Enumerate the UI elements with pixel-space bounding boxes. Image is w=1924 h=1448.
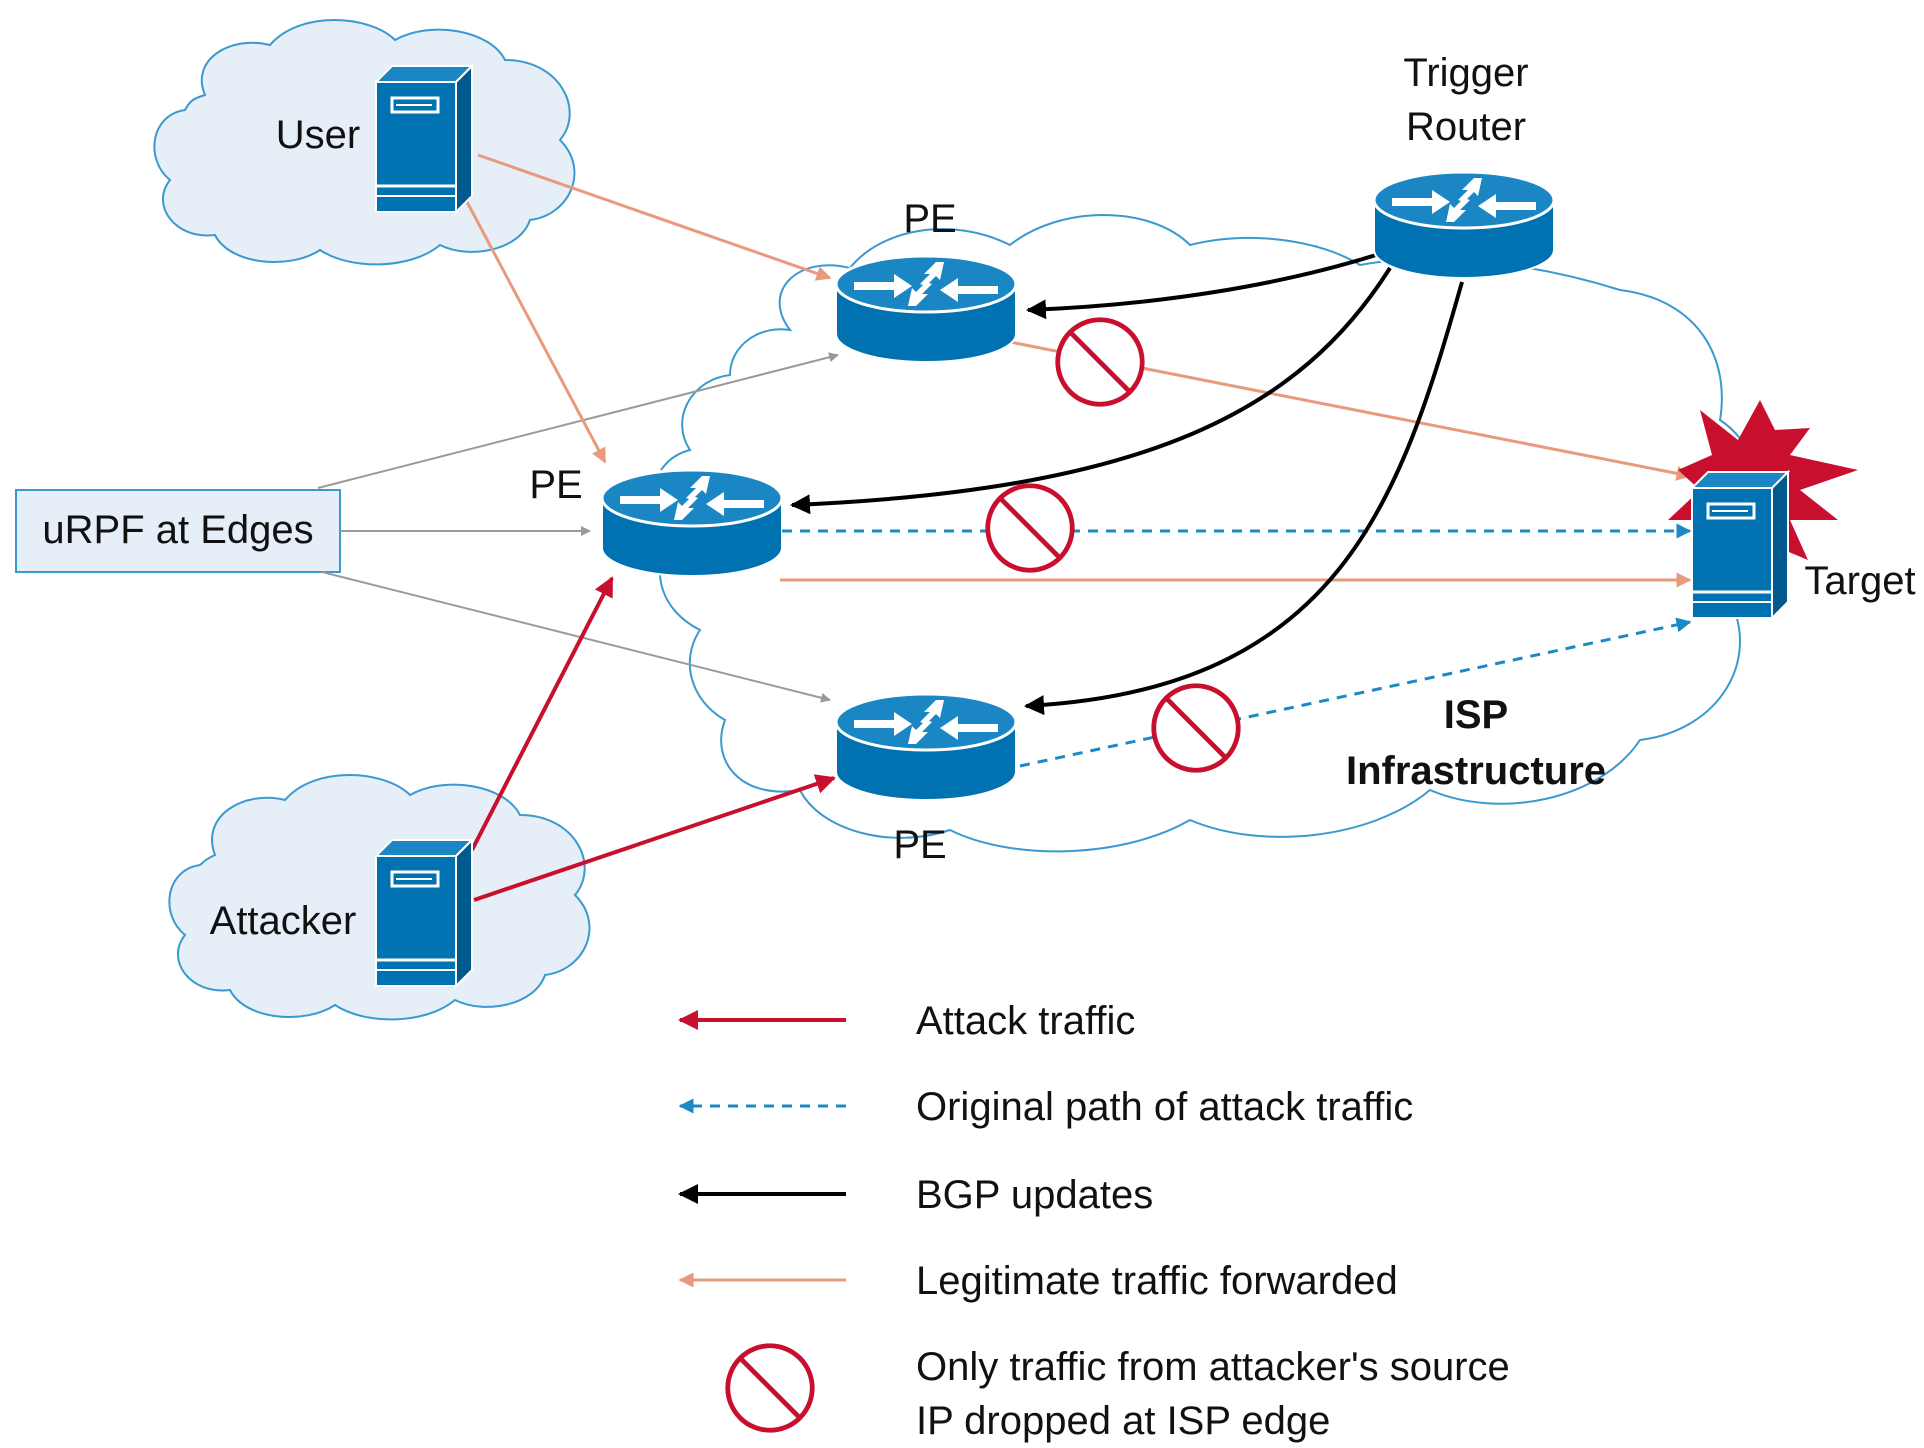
legend: Attack traffic Original path of attack t… [678,999,1510,1443]
urpf-arrow-top-pe [317,352,839,489]
legend-dropped-label-line1: Only traffic from attacker's source [916,1345,1510,1389]
attack-to-middle-pe [470,576,614,851]
legend-dropped-label-line2: IP dropped at ISP edge [916,1399,1330,1443]
attack-to-bottom-pe [473,774,836,902]
trigger-router-label-line2: Router [1406,105,1526,149]
bgp-to-bottom-pe [1024,281,1464,716]
legend-legitimate-label: Legitimate traffic forwarded [916,1259,1398,1303]
no-entry-icon-bottom [1154,686,1238,770]
legend-bgp-label: BGP updates [916,1173,1153,1217]
urpf-label: uRPF at Edges [42,508,313,552]
original-path-bottom-pe-to-target [1019,617,1692,768]
pe-top-label: PE [903,197,956,241]
bgp-to-middle-pe [790,266,1392,515]
isp-label-line1: ISP [1444,693,1508,737]
legit-user-to-top-pe [477,153,832,281]
legend-no-entry-icon [728,1346,812,1430]
router-icon-trigger [1374,172,1554,280]
no-entry-icon-top [1058,320,1142,404]
server-icon-target [1690,470,1790,620]
router-icon-bottom-pe [836,694,1016,802]
legit-user-to-middle-pe [464,199,607,464]
pe-middle-label: PE [529,463,582,507]
user-label: User [276,113,360,157]
target-label: Target [1804,559,1915,603]
legend-original-path-label: Original path of attack traffic [916,1085,1413,1129]
no-entry-icon-middle [988,486,1072,570]
urpf-arrow-bottom-pe [321,571,831,703]
pe-bottom-label: PE [893,823,946,867]
legend-attack-label: Attack traffic [916,999,1135,1043]
urpf-box: uRPF at Edges [15,489,341,573]
isp-infrastructure-cloud [651,214,1764,853]
server-icon-user [374,64,474,214]
bgp-to-top-pe [1026,253,1377,320]
router-icon-middle-pe [602,470,782,578]
attacker-label: Attacker [210,899,357,943]
trigger-router-label-line1: Trigger [1403,51,1528,95]
server-icon-attacker [374,838,474,988]
router-icon-top-pe [836,256,1016,364]
user-cloud [153,19,576,266]
isp-label-line2: Infrastructure [1346,749,1606,793]
